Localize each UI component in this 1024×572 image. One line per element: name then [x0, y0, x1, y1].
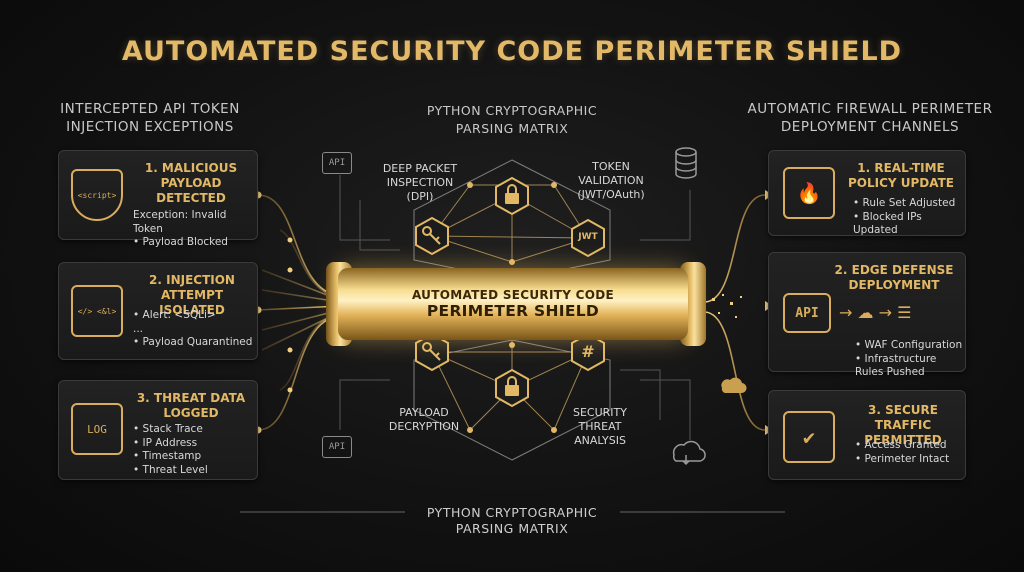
- right-card-3: ✔ 3. SECURE TRAFFIC PERMITTED • Access G…: [768, 390, 966, 480]
- label-security-threat-analysis: SECURITY THREAT ANALYSIS: [573, 406, 627, 447]
- right-card-1-item-2: • Blocked IPs Updated: [853, 210, 922, 237]
- left-column-heading: INTERCEPTED API TOKEN INJECTION EXCEPTIO…: [60, 101, 240, 135]
- left-card-3: LOG 3. THREAT DATA LOGGED • Stack Trace …: [58, 380, 258, 480]
- hash-node-text: #: [581, 342, 595, 361]
- code-window-hand-icon: </> <&l>: [71, 285, 123, 337]
- left-card-1-item-2: • Payload Blocked: [133, 236, 228, 248]
- api-icon-label: API: [795, 305, 819, 321]
- shield-script-icon-text: <script>: [77, 190, 117, 200]
- right-card-2-item-2: • Infrastructure Rules Pushed: [855, 352, 937, 379]
- left-card-2-title: 2. INJECTION ATTEMPT ISOLATED: [149, 273, 235, 317]
- page-title: AUTOMATED SECURITY CODE PERIMETER SHIELD: [121, 36, 903, 67]
- left-card-3-item-4: • Threat Level: [133, 463, 208, 476]
- label-deep-packet-inspection: DEEP PACKET INSPECTION (DPI): [382, 162, 458, 203]
- right-card-3-item-2: • Perimeter Intact: [855, 452, 950, 465]
- wire-right-1: [704, 194, 766, 303]
- left-card-3-item-3: • Timestamp: [133, 450, 202, 462]
- id-check-icon: ✔: [783, 411, 835, 463]
- left-card-3-list: • Stack Trace • IP Address • Timestamp •…: [133, 423, 257, 477]
- left-card-1-title: 1. MALICIOUS PAYLOAD DETECTED: [144, 161, 238, 205]
- left-card-3-item-1: • Stack Trace: [133, 423, 203, 435]
- right-card-2-item-1: • WAF Configuration: [855, 339, 963, 351]
- shield-script-icon: <script>: [71, 169, 123, 221]
- shield-line-1: AUTOMATED SECURITY CODE: [411, 288, 615, 302]
- right-card-3-list: • Access Granted • Perimeter Intact: [855, 439, 965, 466]
- wire-left-1: [257, 194, 341, 297]
- api-icon-bottom: API: [322, 436, 352, 458]
- shield-line-2: PERIMETER SHIELD: [426, 302, 600, 320]
- log-document-icon: LOG: [71, 403, 123, 455]
- label-token-validation: TOKEN VALIDATION (JWT/OAuth): [577, 160, 645, 201]
- code-window-icon-text: </> <&l>: [77, 306, 117, 316]
- right-card-1-title: 1. REAL-TIME POLICY UPDATE: [847, 161, 955, 190]
- api-icon-top: API: [322, 152, 352, 174]
- left-card-2-item-3: • Payload Quarantined: [133, 336, 253, 348]
- wire-right-3: [704, 311, 766, 431]
- left-card-2-item-1: • Alert: <SQLi>: [133, 309, 216, 321]
- right-card-2: 2. EDGE DEFENSE DEPLOYMENT API → ☁ → ☰ •…: [768, 252, 966, 378]
- footer-caption: PYTHON CRYPTOGRAPHIC PARSING MATRIX: [426, 505, 598, 536]
- log-icon-text: LOG: [87, 422, 107, 436]
- left-card-2-list: • Alert: <SQLi> ... • Payload Quarantine…: [133, 309, 257, 350]
- right-card-1-item-1: • Rule Set Adjusted: [853, 197, 956, 209]
- wire-left-3: [257, 315, 341, 431]
- left-card-1: <script> 1. MALICIOUS PAYLOAD DETECTED E…: [58, 150, 258, 248]
- left-card-1-item-1: Exception: Invalid Token: [133, 209, 227, 235]
- left-card-2: </> <&l> 2. INJECTION ATTEMPT ISOLATED •…: [58, 262, 258, 360]
- right-column-heading: AUTOMATIC FIREWALL PERIMETER DEPLOYMENT …: [747, 101, 993, 135]
- jwt-node-text: JWT: [578, 232, 598, 242]
- api-cloud-server-icon: API: [783, 293, 831, 333]
- right-card-3-title: 3. SECURE TRAFFIC PERMITTED: [864, 403, 942, 447]
- right-card-1-list: • Rule Set Adjusted • Blocked IPs Update…: [853, 197, 965, 238]
- right-card-2-list: • WAF Configuration • Infrastructure Rul…: [855, 339, 967, 380]
- arrow-cloud-server-glyph: → ☁ → ☰: [839, 303, 912, 322]
- right-card-3-item-1: • Access Granted: [855, 439, 947, 451]
- firewall-fire-icon: 🔥: [783, 167, 835, 219]
- right-card-2-title: 2. EDGE DEFENSE DEPLOYMENT: [834, 263, 954, 292]
- hash-node: [571, 332, 605, 372]
- left-card-2-item-2: ...: [133, 322, 144, 335]
- api-icon-top-text: API: [328, 158, 346, 168]
- label-payload-decryption: PAYLOAD DECRYPTION: [388, 406, 460, 433]
- center-column-heading: PYTHON CRYPTOGRAPHIC PARSING MATRIX: [426, 103, 598, 136]
- left-card-3-item-2: • IP Address: [133, 436, 198, 449]
- right-card-1: 🔥 1. REAL-TIME POLICY UPDATE • Rule Set …: [768, 150, 966, 236]
- perimeter-shield-cylinder: AUTOMATED SECURITY CODE PERIMETER SHIELD: [338, 268, 688, 340]
- api-icon-bottom-text: API: [328, 442, 346, 452]
- left-card-3-title: 3. THREAT DATA LOGGED: [136, 391, 246, 420]
- cloud-icon-gold: [721, 377, 747, 394]
- left-card-1-list: Exception: Invalid Token • Payload Block…: [133, 209, 257, 250]
- jwt-node: [571, 218, 605, 258]
- cloud-icon-right: [672, 440, 706, 462]
